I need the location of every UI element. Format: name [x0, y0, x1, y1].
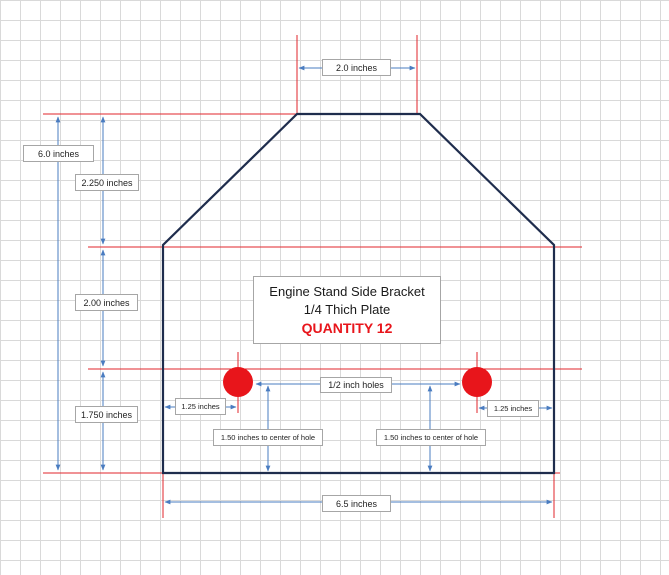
left-hole	[223, 367, 253, 397]
plate-thickness: 1/4 Thich Plate	[303, 301, 391, 317]
label-hole-size: 1/2 inch holes	[320, 377, 392, 393]
label-hole-height: 1.750 inches	[75, 406, 138, 423]
bracket-outline	[161, 112, 556, 475]
part-name: Engine Stand Side Bracket	[269, 283, 425, 299]
label-left-hole-offset: 1.25 inches	[175, 398, 226, 415]
label-left-hole-center: 1.50 inches to center of hole	[213, 429, 323, 446]
right-hole	[462, 367, 492, 397]
quantity-text: QUANTITY 12	[301, 319, 393, 336]
label-top-width: 2.0 inches	[322, 59, 391, 76]
label-total-height: 6.0 inches	[23, 145, 94, 162]
label-right-hole-center: 1.50 inches to center of hole	[376, 429, 486, 446]
label-right-hole-offset: 1.25 inches	[487, 400, 539, 417]
label-taper-height: 2.250 inches	[75, 174, 139, 191]
label-bottom-width: 6.5 inches	[322, 495, 391, 512]
title-box: Engine Stand Side Bracket 1/4 Thich Plat…	[253, 276, 441, 344]
label-middle-height: 2.00 inches	[75, 294, 138, 311]
